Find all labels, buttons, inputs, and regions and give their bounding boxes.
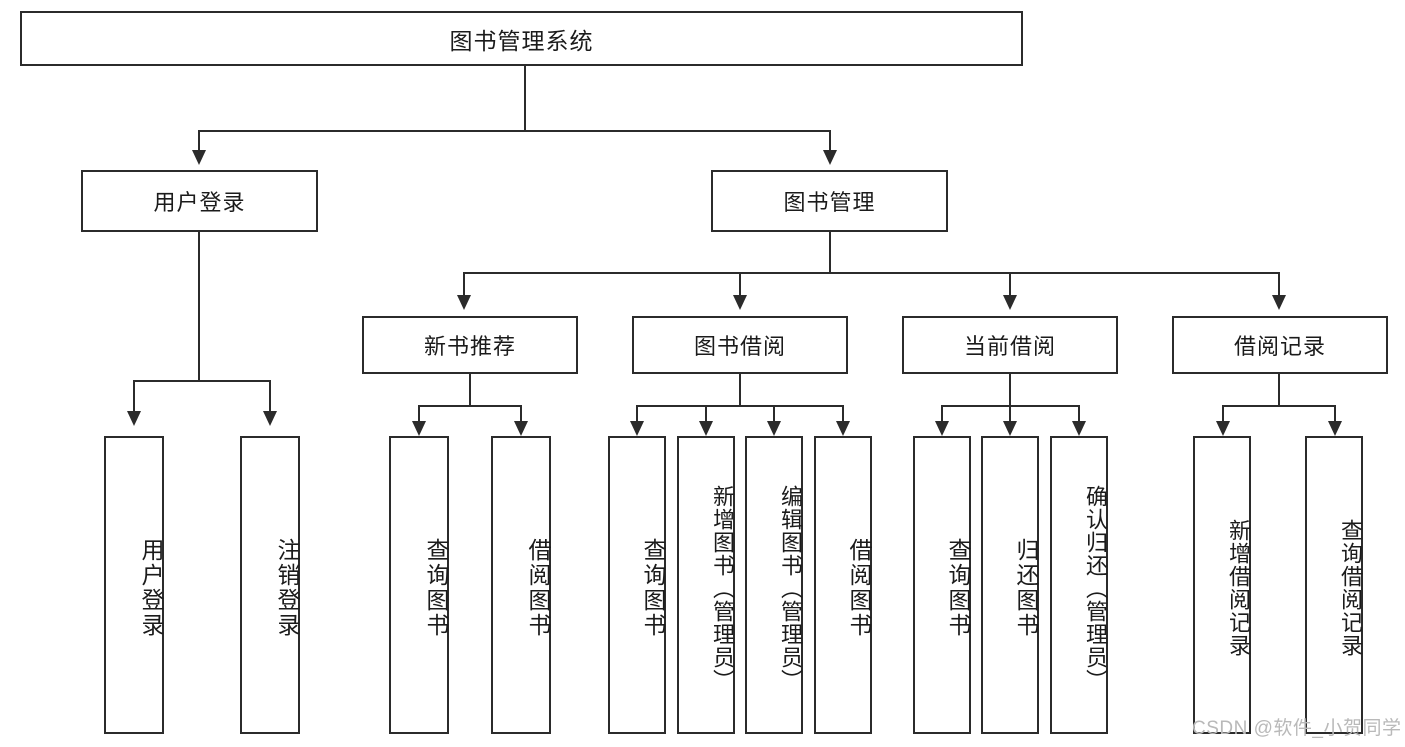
node-label: 图书管理 — [783, 190, 876, 215]
connector-book-borrow-drop-1 — [636, 405, 638, 421]
connector-book-borrow-stem — [739, 374, 741, 405]
arrow-to-add-book — [699, 421, 713, 436]
arrow-to-add-record — [1216, 421, 1230, 436]
node-label: 用户登录 — [153, 190, 246, 215]
connector-root-drop-right — [829, 130, 831, 150]
connector-borrow-record-bus — [1222, 405, 1336, 407]
node-current-borrow[interactable]: 当前借阅 — [902, 316, 1118, 374]
leaf-confirm-return-admin[interactable]: 确认归还（管理员） — [1050, 436, 1108, 734]
arrow-to-borrow-book-b — [836, 421, 850, 436]
node-label: 借阅图书 — [525, 538, 551, 638]
node-label: 查询图书 — [423, 538, 449, 638]
node-label: 用户登录 — [138, 538, 164, 638]
node-book-management[interactable]: 图书管理 — [711, 170, 948, 232]
csdn-watermark: CSDN @软件_小贺同学 — [1192, 718, 1402, 739]
leaf-query-borrow-record[interactable]: 查询借阅记录 — [1305, 436, 1363, 734]
node-root-system[interactable]: 图书管理系统 — [20, 11, 1023, 66]
node-label: 注销登录 — [274, 538, 300, 638]
leaf-add-book-admin[interactable]: 新增图书（管理员） — [677, 436, 735, 734]
leaf-query-book-newbook[interactable]: 查询图书 — [389, 436, 449, 734]
connector-level3-drop-3 — [1009, 272, 1011, 295]
node-label: 借阅记录 — [1233, 334, 1326, 359]
leaf-add-borrow-record[interactable]: 新增借阅记录 — [1193, 436, 1251, 734]
node-label: 借阅图书 — [846, 538, 872, 638]
node-label: 查询图书 — [945, 538, 971, 638]
node-label: 新增图书（管理员） — [710, 484, 735, 692]
connector-book-borrow-drop-4 — [842, 405, 844, 421]
connector-level3-drop-2 — [739, 272, 741, 295]
arrow-to-confirm-return — [1072, 421, 1086, 436]
connector-root-drop-left — [198, 130, 200, 150]
arrow-to-logout-leaf — [263, 411, 277, 426]
node-label: 新书推荐 — [423, 334, 516, 359]
connector-level3-drop-1 — [463, 272, 465, 295]
connector-current-borrow-drop-3 — [1078, 405, 1080, 421]
node-label: 归还图书 — [1013, 538, 1039, 638]
arrow-to-book-borrow — [733, 295, 747, 310]
connector-borrow-record-drop-2 — [1334, 405, 1336, 421]
connector-book-borrow-drop-3 — [773, 405, 775, 421]
leaf-return-book[interactable]: 归还图书 — [981, 436, 1039, 734]
node-label: 确认归还（管理员） — [1083, 484, 1108, 692]
connector-book-borrow-bus — [636, 405, 844, 407]
connector-user-login-drop-1 — [133, 380, 135, 411]
connector-level3-bus — [463, 272, 1280, 274]
connector-new-book-bus — [418, 405, 522, 407]
node-book-borrow[interactable]: 图书借阅 — [632, 316, 848, 374]
connector-new-book-drop-1 — [418, 405, 420, 421]
connector-current-borrow-drop-1 — [941, 405, 943, 421]
arrow-to-query-book-b — [630, 421, 644, 436]
arrow-to-new-book — [457, 295, 471, 310]
connector-root-stem — [524, 66, 526, 130]
connector-root-bus — [198, 130, 830, 132]
node-label: 编辑图书（管理员） — [778, 484, 803, 692]
connector-current-borrow-drop-2 — [1009, 405, 1011, 421]
leaf-query-book-current[interactable]: 查询图书 — [913, 436, 971, 734]
arrow-to-borrow-book-a — [514, 421, 528, 436]
node-borrow-record[interactable]: 借阅记录 — [1172, 316, 1388, 374]
node-label: 查询图书 — [640, 538, 666, 638]
node-label: 查询借阅记录 — [1338, 519, 1363, 657]
connector-book-borrow-drop-2 — [705, 405, 707, 421]
arrow-to-user-login-leaf — [127, 411, 141, 426]
arrow-to-query-book-c — [935, 421, 949, 436]
connector-borrow-record-drop-1 — [1222, 405, 1224, 421]
connector-borrow-record-stem — [1278, 374, 1280, 405]
node-label: 新增借阅记录 — [1226, 519, 1251, 657]
node-label: 图书管理系统 — [449, 27, 594, 54]
connector-user-login-bus — [133, 380, 271, 382]
connector-new-book-stem — [469, 374, 471, 405]
connector-book-manage-stem — [829, 232, 831, 272]
arrow-to-borrow-record — [1272, 295, 1286, 310]
connector-user-login-drop-2 — [269, 380, 271, 411]
node-label: 图书借阅 — [693, 334, 786, 359]
arrow-to-current-borrow — [1003, 295, 1017, 310]
leaf-user-login[interactable]: 用户登录 — [104, 436, 164, 734]
leaf-query-book-borrow[interactable]: 查询图书 — [608, 436, 666, 734]
arrow-to-user-login — [192, 150, 206, 165]
connector-new-book-drop-2 — [520, 405, 522, 421]
arrow-to-query-record — [1328, 421, 1342, 436]
arrow-to-book-manage — [823, 150, 837, 165]
connector-current-borrow-stem — [1009, 374, 1011, 405]
arrow-to-edit-book — [767, 421, 781, 436]
leaf-borrow-book[interactable]: 借阅图书 — [814, 436, 872, 734]
arrow-to-query-book-a — [412, 421, 426, 436]
connector-level3-drop-4 — [1278, 272, 1280, 295]
arrow-to-return-book — [1003, 421, 1017, 436]
node-new-book-recommend[interactable]: 新书推荐 — [362, 316, 578, 374]
leaf-borrow-book-newbook[interactable]: 借阅图书 — [491, 436, 551, 734]
node-label: 当前借阅 — [963, 334, 1056, 359]
node-user-login[interactable]: 用户登录 — [81, 170, 318, 232]
connector-user-login-stem — [198, 232, 200, 380]
leaf-logout[interactable]: 注销登录 — [240, 436, 300, 734]
leaf-edit-book-admin[interactable]: 编辑图书（管理员） — [745, 436, 803, 734]
